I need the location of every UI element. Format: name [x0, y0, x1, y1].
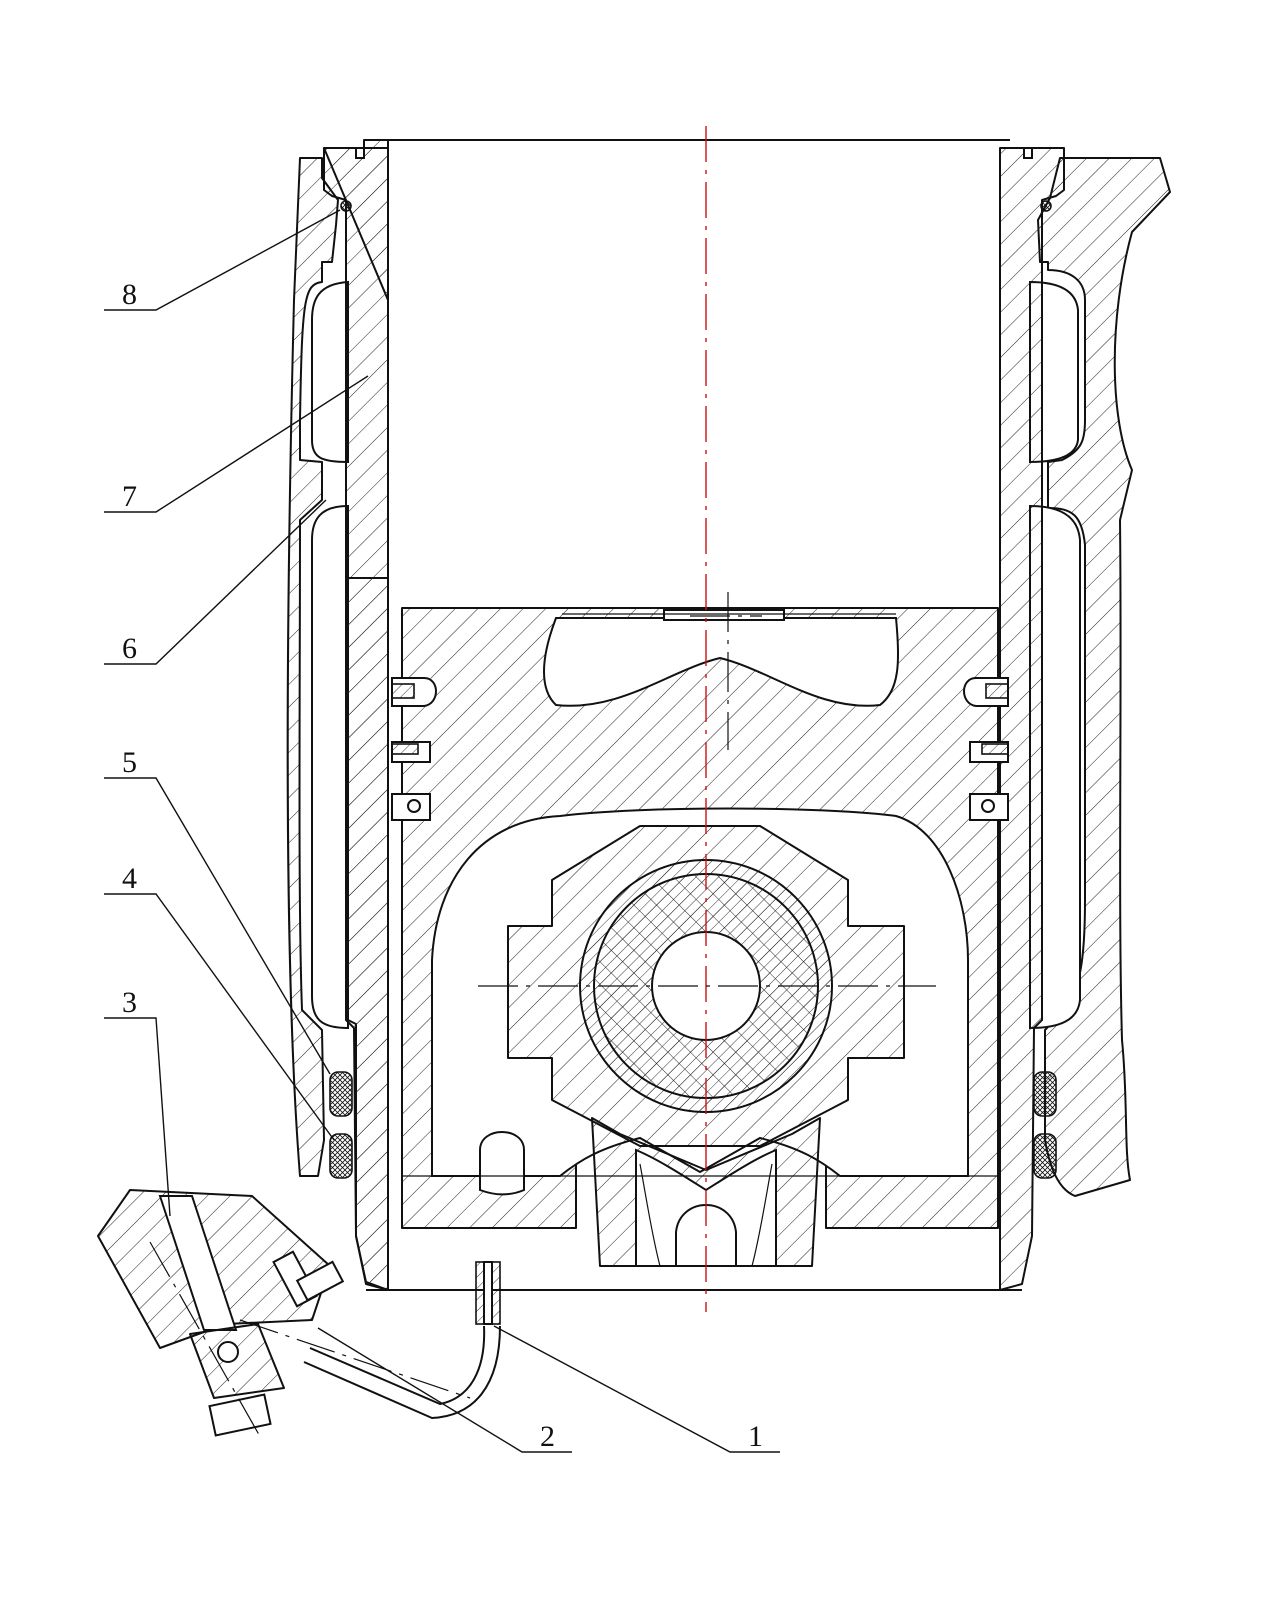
callout-1: 1	[748, 1420, 763, 1453]
callout-5: 5	[122, 746, 137, 779]
liner-seal-rings	[329, 1071, 1057, 1179]
cylinder-liner	[323, 139, 1065, 1291]
callout-3: 3	[122, 986, 137, 1019]
top-seals	[340, 200, 1052, 212]
callout-7: 7	[122, 480, 137, 513]
callout-8: 8	[122, 278, 137, 311]
callout-2: 2	[540, 1420, 555, 1453]
piston-rings	[391, 677, 1009, 821]
callouts: 8 7 6 5 4 3 2 1	[104, 209, 780, 1453]
engine-block	[286, 157, 1171, 1197]
callout-4: 4	[122, 862, 137, 895]
oil-jet-assembly	[97, 1189, 501, 1441]
centerlines	[478, 126, 936, 1312]
piston	[401, 607, 999, 1267]
callout-6: 6	[122, 632, 137, 665]
